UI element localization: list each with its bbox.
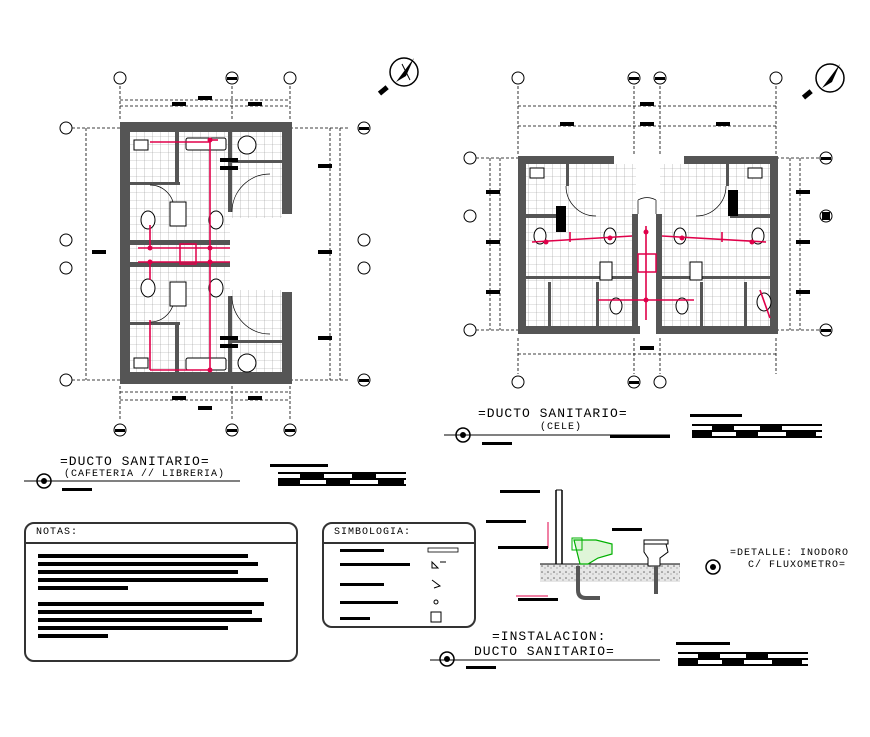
- plan-cafeteria: [59, 57, 419, 437]
- installation-subtitle: DUCTO SANITARIO=: [474, 644, 615, 659]
- installation-title: =INSTALACION:: [492, 629, 607, 644]
- detail-drawing: [486, 489, 721, 601]
- note-line: [38, 618, 262, 622]
- legend-header: SIMBOLOGIA:: [324, 524, 474, 544]
- note-line: [38, 578, 268, 582]
- title-symbol-left: [24, 473, 240, 491]
- cafeteria-plan-title: =DUCTO SANITARIO=: [60, 454, 210, 469]
- scale-bar-left: [270, 464, 406, 486]
- cele-plan-subtitle: (CELE): [540, 422, 583, 433]
- note-line: [38, 586, 128, 590]
- notes-panel: NOTAS:: [24, 522, 298, 662]
- note-line: [38, 570, 238, 574]
- note-line: [38, 602, 264, 606]
- note-line: [38, 554, 248, 558]
- note-line: [38, 562, 258, 566]
- note-line: [38, 634, 108, 638]
- note-line: [38, 626, 228, 630]
- scale-bar-right: [690, 414, 822, 438]
- scale-bar-installation: [676, 642, 808, 666]
- plan-cele: [463, 63, 845, 389]
- cele-plan-title: =DUCTO SANITARIO=: [478, 406, 628, 421]
- cafeteria-plan-subtitle: (CAFETERIA // LIBRERIA): [64, 469, 226, 480]
- detail-subtitle: C/ FLUXOMETRO=: [748, 560, 847, 571]
- note-line: [38, 610, 252, 614]
- detail-title: =DETALLE: INODORO: [730, 548, 850, 559]
- legend-symbols: [340, 547, 459, 623]
- legend-panel: SIMBOLOGIA:: [322, 522, 476, 628]
- title-symbol-right: [444, 427, 670, 445]
- notes-header: NOTAS:: [26, 524, 296, 544]
- title-symbol-installation: [430, 651, 660, 669]
